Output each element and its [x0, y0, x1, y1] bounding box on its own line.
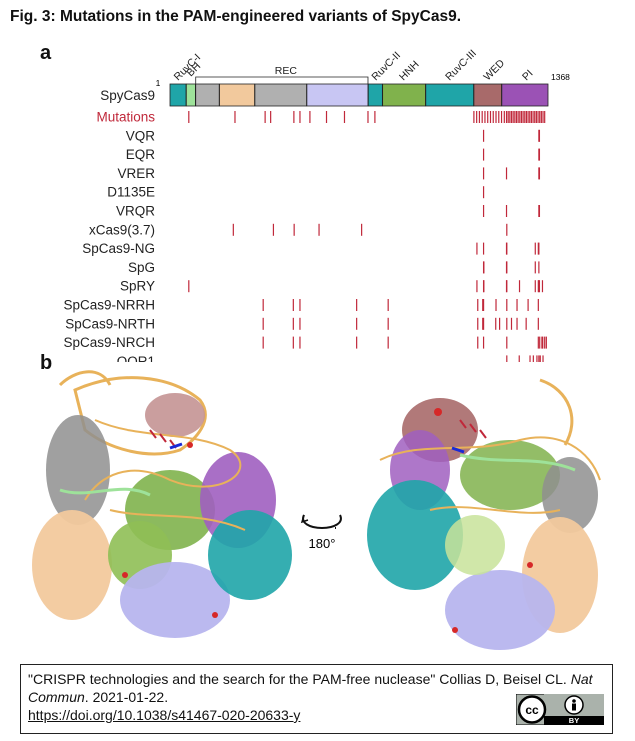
panel-b-label: b — [40, 352, 53, 374]
citation-text: "CRISPR technologies and the search for … — [28, 671, 571, 687]
cc-by-license-badge: cc BY — [516, 694, 604, 725]
end-residue-label: 1368 — [551, 72, 570, 82]
variant-label-spry: SpRY — [120, 279, 155, 294]
domain-segment-bh — [185, 83, 196, 107]
variant-label-vrer: VRER — [117, 166, 155, 181]
by-label: BY — [569, 716, 579, 725]
panel-a-label: a — [40, 42, 52, 64]
domain-label-ruvc-iii: RuvC-III — [443, 47, 479, 83]
domain-label-ruvc-ii: RuvC-II — [369, 49, 403, 83]
variant-label-vqr: VQR — [126, 128, 156, 143]
domain-segment-pi — [501, 83, 549, 107]
variant-label-d1135e: D1135E — [107, 185, 155, 200]
variant-label-spcas9-nrrh: SpCas9-NRRH — [63, 298, 155, 313]
domain-label-wed: WED — [481, 57, 507, 83]
variant-label-xcas9-3-7-: xCas9(3.7) — [89, 222, 155, 237]
mutation-ticks — [188, 111, 547, 362]
rotation-indicator — [300, 514, 342, 530]
structure-left-view — [32, 370, 292, 638]
variant-label-vrqr: VRQR — [116, 204, 155, 219]
citation-journal: Nat Commun — [28, 671, 593, 705]
domain-segment-hnh — [382, 83, 426, 107]
domain-label-pi: PI — [520, 68, 536, 84]
domain-segment-ruvc-ii — [367, 83, 383, 107]
protein-structure-figure: 180° — [32, 370, 601, 650]
variant-label-qqr1: QQR1 — [117, 354, 155, 362]
domain-segment-rec-part-4 — [254, 83, 307, 107]
domain-segment-wed — [473, 83, 502, 107]
variant-label-spcas9-ng: SpCas9-NG — [82, 241, 155, 256]
citation-date: . 2021-01-22. — [84, 689, 169, 705]
domain-label-hnh: HNH — [397, 59, 422, 84]
domain-segment-ruvc-i — [169, 83, 187, 107]
cc-logo-text: cc — [525, 703, 539, 717]
figure-title: Fig. 3: Mutations in the PAM-engineered … — [10, 8, 462, 25]
variant-label-mutations: Mutations — [96, 110, 155, 125]
rec-bracket — [195, 76, 369, 84]
citation-doi-link[interactable]: https://doi.org/10.1038/s41467-020-20633… — [28, 707, 301, 723]
citation-box: "CRISPR technologies and the search for … — [20, 664, 613, 734]
structure-right-view — [367, 378, 601, 650]
domain-segment-rec-part-3 — [219, 83, 256, 107]
variant-label-spcas9-nrth: SpCas9-NRTH — [65, 316, 155, 331]
start-residue-label: 1 — [156, 78, 161, 88]
variant-label-spcas9-nrch: SpCas9-NRCH — [63, 335, 155, 350]
protein-name-label: SpyCas9 — [100, 88, 155, 103]
variant-label-eqr: EQR — [126, 147, 156, 162]
variant-label-spg: SpG — [128, 260, 155, 275]
domain-segment-rec-part-5 — [306, 83, 369, 107]
domain-segment-ruvc-iii — [425, 83, 475, 107]
domain-segment-rec — [195, 83, 220, 107]
domain-label-rec: REC — [275, 65, 298, 77]
rotation-label: 180° — [309, 536, 336, 551]
